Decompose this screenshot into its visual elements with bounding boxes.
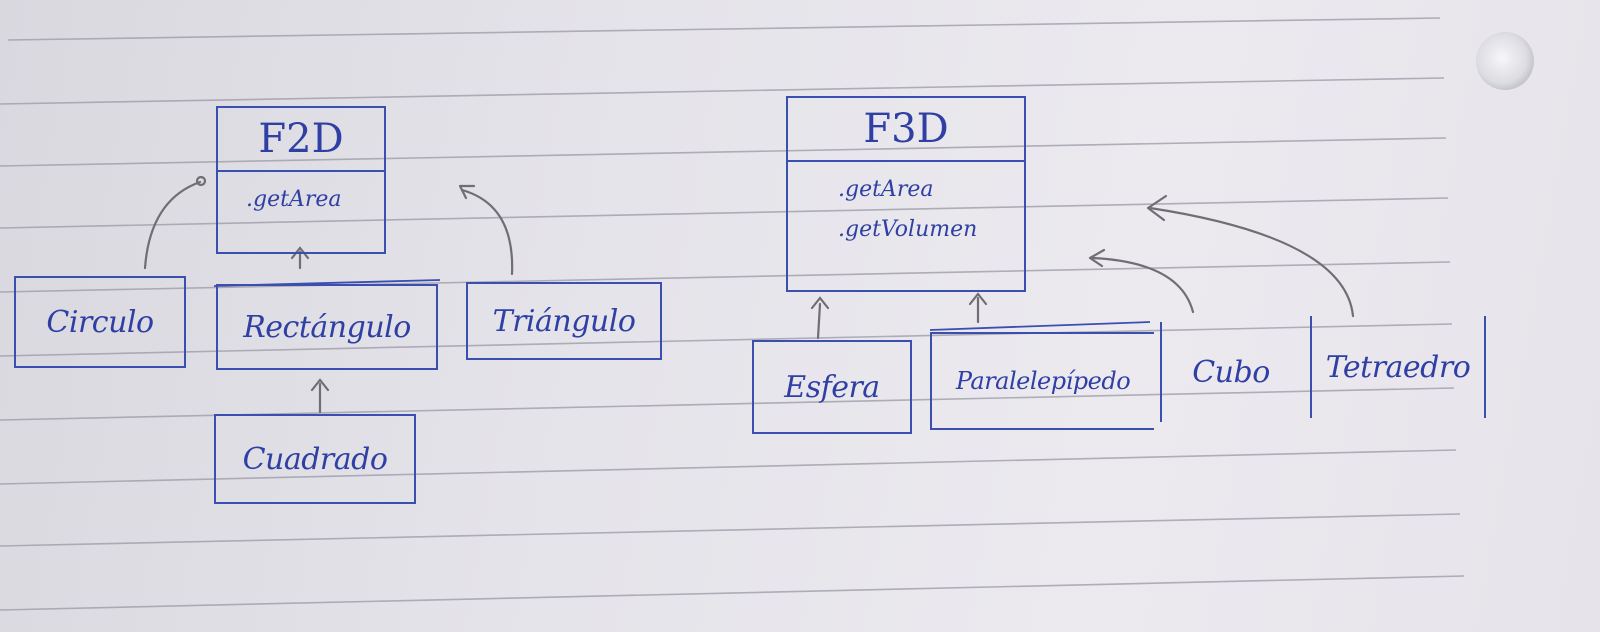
arrow-circulo-to-f2d [143, 180, 202, 270]
class-triangulo: Triángulo [466, 282, 662, 360]
class-cubo: Cubo [1160, 322, 1300, 422]
class-paralelepipedo-label: Paralelepípedo [955, 367, 1131, 395]
f3d-title: F3D [788, 98, 1024, 162]
class-esfera: Esfera [752, 340, 912, 434]
f2d-methods: .getArea [218, 172, 384, 220]
binder-hole [1476, 32, 1534, 90]
arrow-rectangulo-head [290, 246, 310, 260]
arrow-esfera-head [810, 296, 830, 310]
f3d-interface-box: F3D .getArea .getVolumen [786, 96, 1026, 292]
class-rectangulo: Rectángulo [216, 284, 438, 370]
arrow-esfera-to-f3d [816, 302, 822, 340]
arrow-cubo-to-f3d [1090, 256, 1195, 314]
class-circulo-label: Circulo [46, 304, 154, 340]
f2d-title: F2D [218, 108, 384, 172]
class-triangulo-label: Triángulo [492, 303, 636, 339]
f3d-method-getarea: .getArea [838, 177, 934, 202]
arrow-triangulo-head [458, 184, 476, 200]
f2d-method-getarea: .getArea [246, 187, 342, 212]
class-cubo-label: Cubo [1192, 354, 1270, 390]
arrow-paralelepipedo-head [968, 292, 988, 306]
class-cuadrado-label: Cuadrado [242, 441, 388, 477]
ink-baseline-3d [929, 321, 1151, 331]
arrow-tetraedro-to-f3d [1148, 206, 1355, 318]
class-cuadrado: Cuadrado [214, 414, 416, 504]
class-tetraedro-label: Tetraedro [1325, 349, 1471, 385]
arrow-tetraedro-head [1146, 194, 1168, 222]
arrow-circulo-head [195, 175, 207, 187]
class-esfera-label: Esfera [784, 369, 880, 405]
class-paralelepipedo: Paralelepípedo [930, 332, 1154, 430]
arrow-cubo-head [1088, 248, 1106, 268]
arrow-cuadrado-head [310, 378, 330, 392]
arrow-triangulo-to-f2d [460, 188, 514, 276]
f2d-interface-box: F2D .getArea [216, 106, 386, 254]
class-rectangulo-label: Rectángulo [243, 309, 411, 345]
f3d-methods: .getArea .getVolumen [788, 162, 1024, 250]
class-tetraedro: Tetraedro [1310, 316, 1486, 418]
f3d-method-getvolumen: .getVolumen [838, 217, 978, 242]
class-circulo: Circulo [14, 276, 186, 368]
inheritance-arrows [143, 175, 1355, 414]
